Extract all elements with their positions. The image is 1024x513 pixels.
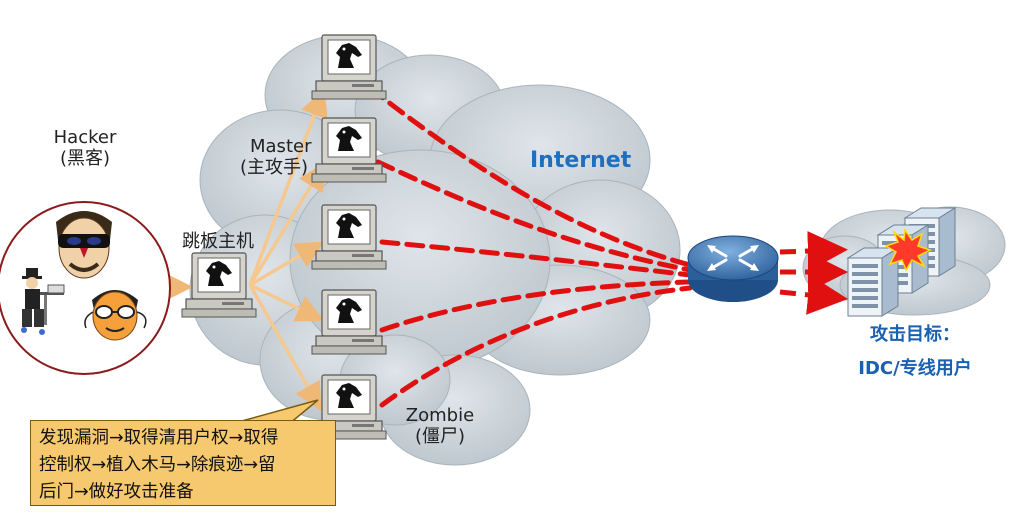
jump-host-computer bbox=[181, 252, 257, 318]
zombie-label-cn: (僵尸) bbox=[414, 425, 466, 447]
internet-label: Internet bbox=[530, 148, 632, 173]
zombie-label: Zombie (僵尸) bbox=[395, 405, 485, 447]
jump-host-label: 跳板主机 bbox=[182, 231, 254, 252]
target-label: 攻击目标： IDC/专线用户 bbox=[820, 318, 1010, 386]
master-label: Master (主攻手) bbox=[240, 136, 312, 178]
zombie-computer-1 bbox=[311, 204, 387, 270]
note-line-1: 发现漏洞→取得清用户权→取得 bbox=[39, 428, 279, 448]
router-to-target-arrows bbox=[779, 231, 848, 315]
master-label-cn: (主攻手) bbox=[240, 156, 309, 178]
nerd-face-icon bbox=[84, 290, 147, 341]
attack-steps-note: 发现漏洞→取得清用户权→取得 控制权→植入木马→除痕迹→留 后门→做好攻击准备 bbox=[30, 420, 336, 506]
target-label-line1: 攻击目标： bbox=[870, 324, 960, 345]
hacker-face-icon bbox=[56, 211, 112, 279]
master-computer-2 bbox=[311, 117, 387, 183]
note-line-2: 控制权→植入木马→除痕迹→留 bbox=[39, 455, 276, 475]
hacker-label-en: Hacker bbox=[53, 127, 117, 148]
control-arrows bbox=[248, 88, 328, 412]
zombie-label-en: Zombie bbox=[405, 405, 475, 426]
hacker-label: Hacker (黑客) bbox=[30, 127, 140, 169]
target-label-line2: IDC/专线用户 bbox=[858, 358, 972, 380]
hacker-label-cn: (黑客) bbox=[59, 147, 111, 169]
note-line-3: 后门→做好攻击准备 bbox=[39, 482, 194, 502]
explosion-icon bbox=[884, 227, 932, 272]
hacker-circle bbox=[0, 201, 171, 375]
hacker-at-desk-icon bbox=[21, 268, 65, 335]
master-computer-1 bbox=[311, 34, 387, 100]
zombie-computer-2 bbox=[311, 289, 387, 355]
attack-lines bbox=[367, 85, 693, 408]
master-label-en: Master bbox=[250, 136, 312, 157]
router-icon bbox=[687, 235, 779, 302]
